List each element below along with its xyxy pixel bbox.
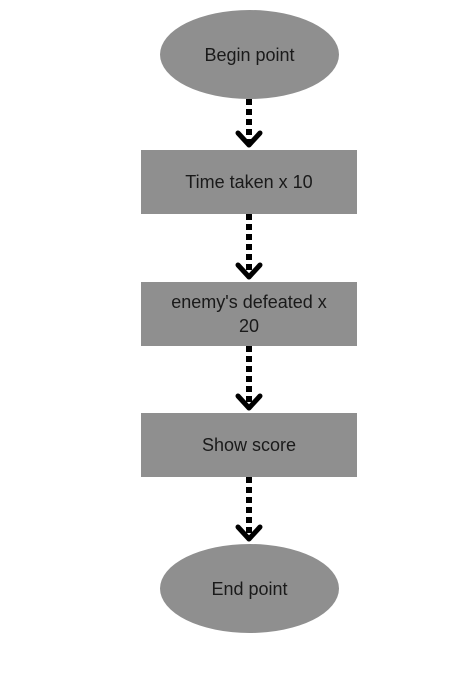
edge-time-to-enemies-arrowhead [235, 262, 263, 280]
node-begin-point-label: Begin point [204, 44, 295, 65]
edge-enemies-to-show-arrowhead [235, 393, 263, 411]
edge-time-to-enemies [235, 214, 263, 280]
node-enemies-defeated: enemy's defeated x 20 [141, 282, 357, 346]
node-end-point-label: End point [211, 578, 288, 599]
node-end-point: End point [160, 544, 339, 633]
edge-show-to-end-arrowhead [235, 524, 263, 542]
node-time-taken: Time taken x 10 [141, 150, 357, 214]
node-enemies-defeated-label: enemy's defeated x 20 [171, 292, 327, 336]
node-show-score-label: Show score [201, 435, 297, 455]
node-begin-point: Begin point [160, 10, 339, 99]
edge-enemies-to-show [235, 346, 263, 411]
edge-begin-to-time-arrowhead [235, 130, 263, 148]
node-show-score: Show score [141, 413, 357, 477]
node-time-taken-label: Time taken x 10 [185, 172, 313, 192]
edge-show-to-end [235, 477, 263, 542]
edge-begin-to-time [235, 99, 263, 148]
